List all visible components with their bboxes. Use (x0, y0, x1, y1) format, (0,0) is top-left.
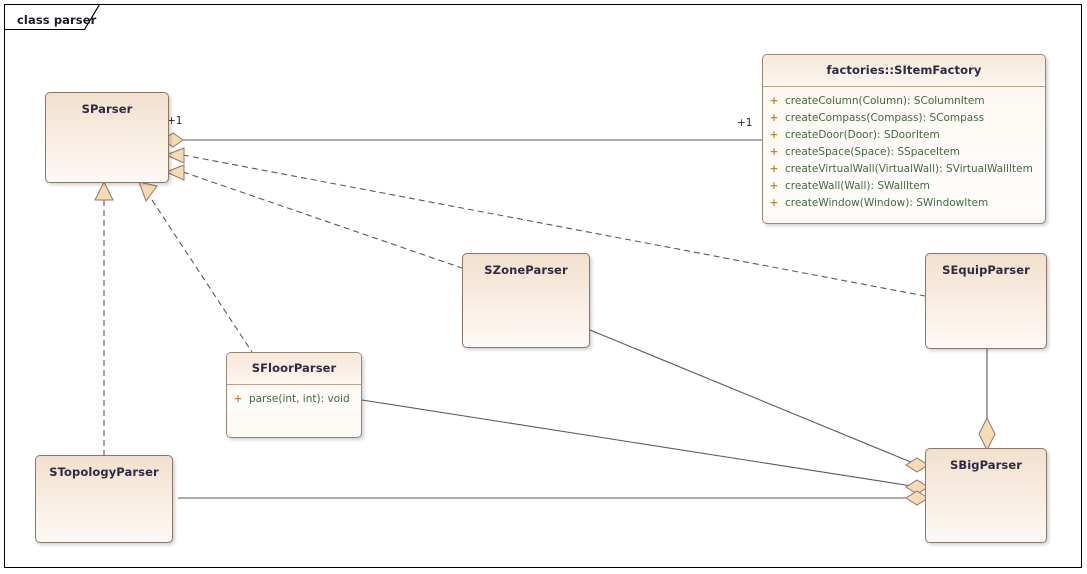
member-signature: createDoor(Door): SDoorItem (785, 128, 940, 141)
class-name-sbigparser: SBigParser (949, 458, 1023, 472)
member-signature: parse(int, int): void (249, 392, 350, 405)
aggregation-diamond-szone-sbig (905, 457, 929, 473)
class-box-sequipparser[interactable]: SEquipParser (925, 253, 1047, 349)
aggregation-diamond-sequip-sbig (978, 416, 996, 452)
class-box-item-factory[interactable]: factories::SItemFactory + createColumn(C… (762, 54, 1046, 224)
class-header-sfloorparser: SFloorParser (227, 353, 361, 385)
member-row: + createSpace(Space): SSpaceItem (763, 143, 1045, 160)
member-row: + createWall(Wall): SWallItem (763, 177, 1045, 194)
diagram-name-tab: class parser (4, 4, 100, 30)
multiplicity-sparser-side: +1 (167, 115, 183, 127)
visibility-marker: + (769, 145, 779, 158)
assoc-sfloor-sbig (361, 399, 919, 488)
visibility-marker: + (769, 179, 779, 192)
visibility-marker: + (233, 392, 243, 405)
member-row: + createDoor(Door): SDoorItem (763, 126, 1045, 143)
member-signature: createSpace(Space): SSpaceItem (785, 145, 960, 158)
realization-sequip-sparser (182, 154, 926, 297)
class-name-sequipparser: SEquipParser (942, 263, 1030, 277)
visibility-marker: + (769, 128, 779, 141)
multiplicity-factory-side: +1 (737, 117, 753, 129)
assoc-szone-sbig (589, 329, 919, 466)
class-name-stopologyparser: STopologyParser (49, 465, 159, 479)
realization-szone-sparser (182, 171, 463, 269)
member-row: + createCompass(Compass): SCompass (763, 109, 1045, 126)
member-signature: createWindow(Window): SWindowItem (785, 196, 989, 209)
member-signature: createVirtualWall(VirtualWall): SVirtual… (785, 162, 1033, 175)
member-row: + createColumn(Column): SColumnItem (763, 92, 1045, 109)
realization-arrow-stopology (94, 180, 114, 201)
class-box-sfloorparser[interactable]: SFloorParser + parse(int, int): void (226, 352, 362, 438)
class-name-sfloorparser: SFloorParser (251, 361, 337, 375)
visibility-marker: + (769, 111, 779, 124)
members-sfloorparser: + parse(int, int): void (227, 385, 361, 411)
class-header-item-factory: factories::SItemFactory (763, 55, 1045, 87)
realization-arrow-szone (164, 164, 185, 181)
visibility-marker: + (769, 94, 779, 107)
aggregation-diamond-sfloor-sbig (905, 479, 929, 495)
class-name-sparser: SParser (81, 102, 133, 116)
member-signature: createColumn(Column): SColumnItem (785, 94, 985, 107)
members-item-factory: + createColumn(Column): SColumnItem + cr… (763, 87, 1045, 215)
class-box-sbigparser[interactable]: SBigParser (925, 448, 1047, 543)
aggregation-diamond-stopology-sbig (905, 490, 929, 506)
class-box-stopologyparser[interactable]: STopologyParser (35, 455, 173, 543)
visibility-marker: + (769, 196, 779, 209)
member-row: + parse(int, int): void (227, 390, 361, 407)
tab-shape-icon (4, 4, 100, 30)
diagram-title: class parser (17, 13, 97, 27)
member-signature: createCompass(Compass): SCompass (785, 111, 985, 124)
visibility-marker: + (769, 162, 779, 175)
class-box-sparser[interactable]: SParser (45, 92, 169, 183)
class-name-item-factory: factories::SItemFactory (826, 63, 982, 77)
realization-sfloor-sparser (151, 199, 253, 353)
member-row: + createWindow(Window): SWindowItem (763, 194, 1045, 211)
realization-arrow-sequip (164, 147, 185, 164)
class-name-szoneparser: SZoneParser (484, 263, 568, 277)
diagram-frame (4, 4, 1082, 568)
member-signature: createWall(Wall): SWallItem (785, 179, 930, 192)
realization-arrow-sfloor (138, 181, 158, 203)
class-box-szoneparser[interactable]: SZoneParser (462, 253, 590, 348)
member-row: + createVirtualWall(VirtualWall): SVirtu… (763, 160, 1045, 177)
